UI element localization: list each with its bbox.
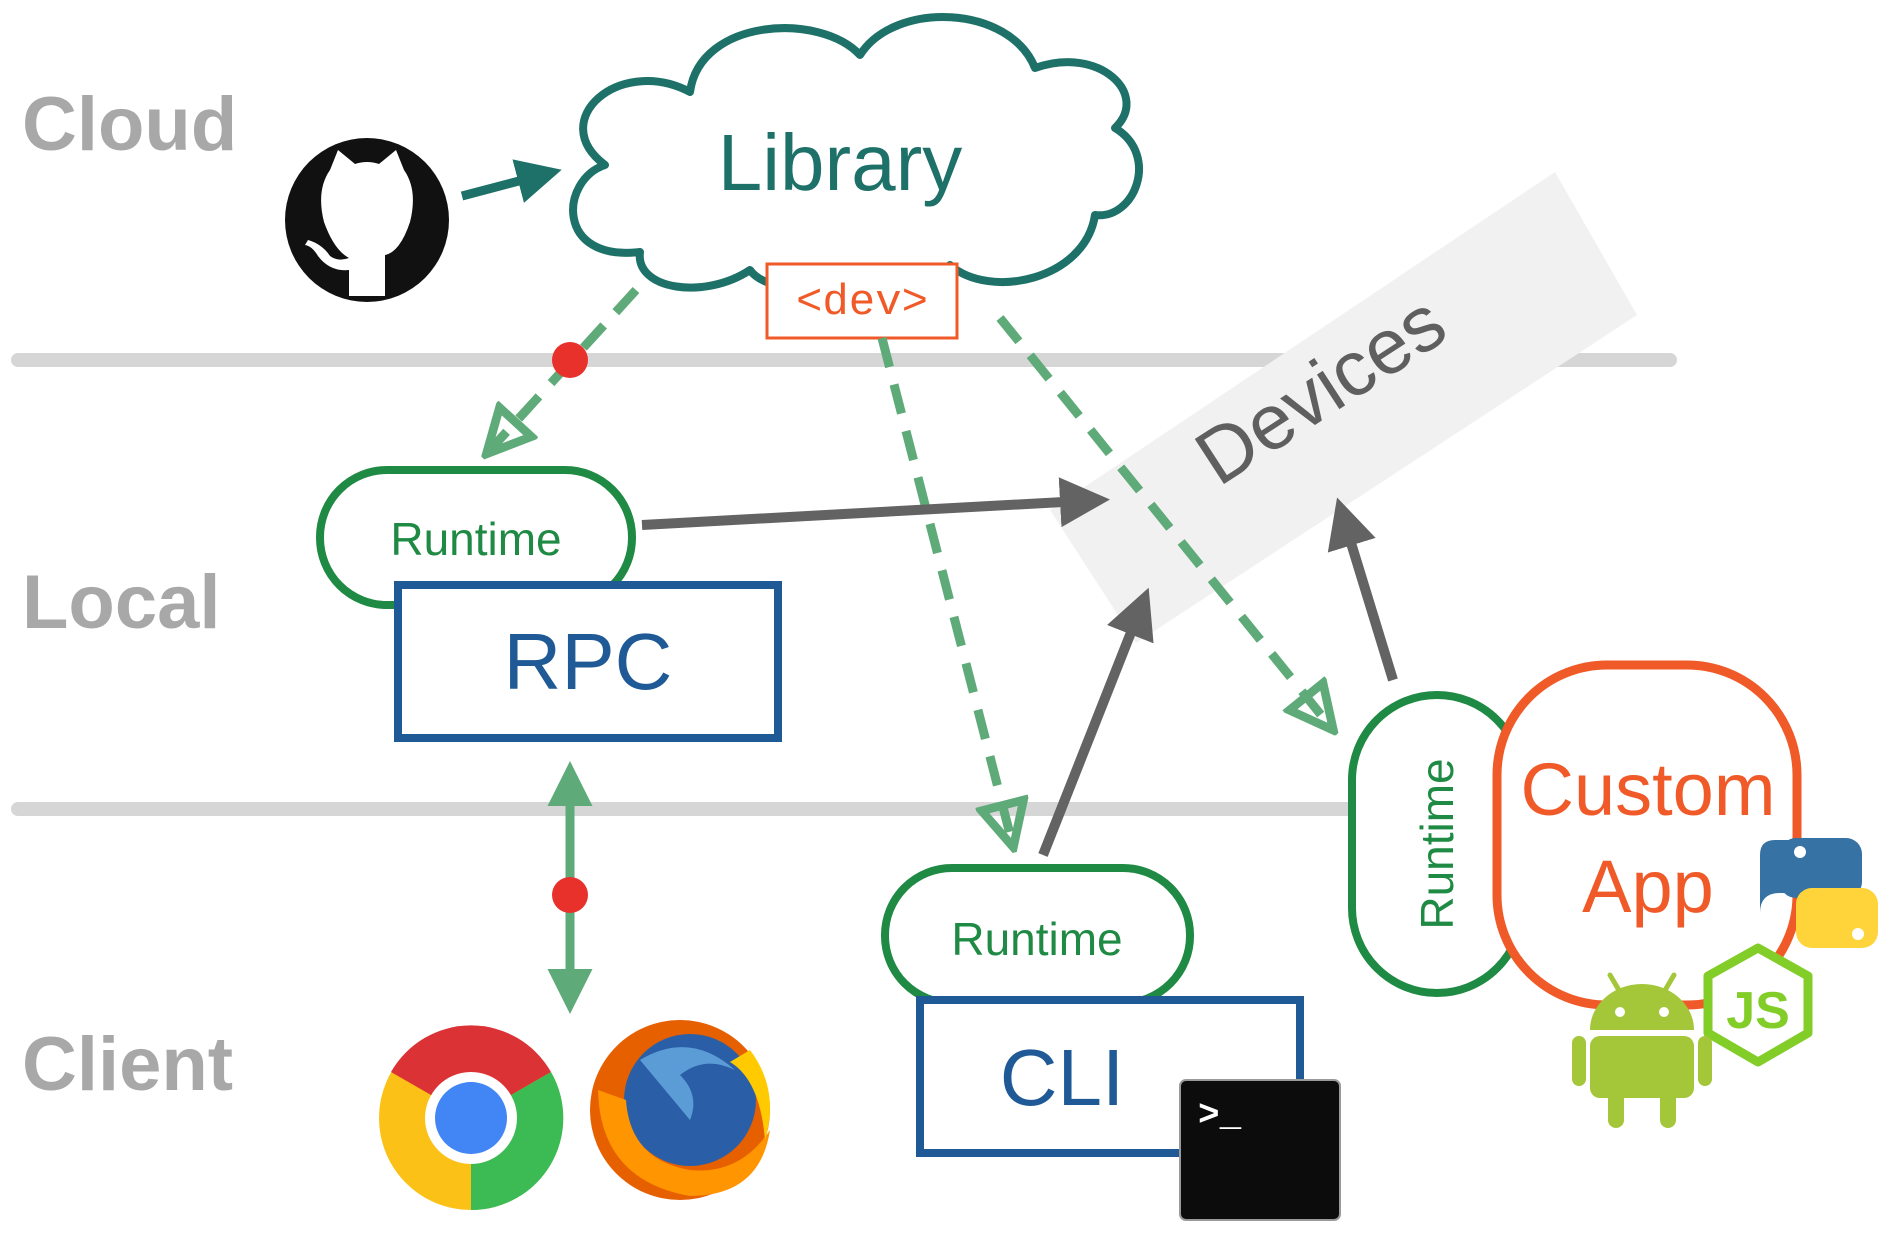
layer-label-client: Client (22, 1022, 233, 1107)
cli-label: CLI (1000, 1033, 1125, 1122)
github-to-library-arrow (460, 159, 562, 203)
library-label: Library (718, 118, 963, 207)
red-dot-client (552, 877, 588, 913)
terminal-icon: >_ (1179, 1079, 1341, 1221)
chrome-icon (379, 1025, 564, 1211)
rpc-runtime-label: Runtime (390, 513, 561, 565)
rpc-runtime-to-devices-arrow (641, 477, 1110, 530)
library-to-app-runtime-arrow (996, 315, 1330, 726)
custom-app-label-line2: App (1582, 845, 1714, 928)
layer-label-cloud: Cloud (22, 82, 237, 167)
layer-label-local: Local (22, 560, 221, 645)
cli-runtime-label: Runtime (951, 913, 1122, 965)
nodejs-icon: JS (1703, 943, 1813, 1067)
cli-runtime-pill: Runtime (881, 864, 1194, 1007)
library-to-cli-runtime-arrow (877, 336, 1012, 842)
dev-tag (765, 262, 959, 340)
app-runtime-to-devices-arrow (1327, 497, 1398, 682)
custom-app-box: Custom App (1492, 660, 1802, 1010)
github-icon (285, 138, 449, 302)
nodejs-js-glyph: JS (1726, 982, 1790, 1040)
red-dot-cloud (552, 342, 588, 378)
python-icon (1760, 838, 1878, 948)
dev-tag-label: <dev> (796, 278, 928, 328)
android-icon (1572, 972, 1712, 1128)
custom-app-label-line1: Custom (1521, 748, 1776, 831)
rpc-box: RPC (394, 581, 782, 742)
terminal-prompt: >_ (1198, 1095, 1242, 1136)
cli-runtime-to-devices-arrow (1038, 587, 1154, 857)
library-cloud: Library <dev> (569, 13, 1143, 340)
app-runtime-label: Runtime (1411, 758, 1463, 929)
rpc-runtime-pill: Runtime (316, 466, 636, 609)
devices-panel: Devices (1050, 172, 1637, 643)
firefox-icon (590, 1020, 770, 1200)
rpc-label: RPC (504, 617, 673, 706)
